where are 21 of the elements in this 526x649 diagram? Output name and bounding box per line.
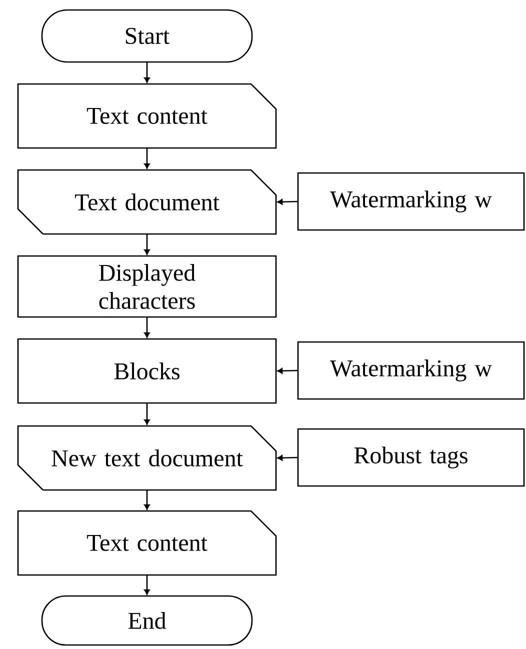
- arrow: [144, 490, 150, 510]
- arrow: [144, 403, 150, 425]
- card-box: Text content: [17, 510, 277, 576]
- arrow: [144, 62, 150, 83]
- process-box: Watermarking w: [297, 341, 525, 400]
- arrow: [277, 454, 298, 461]
- document-box: New text document: [17, 425, 277, 491]
- process-box: Blocks: [17, 338, 277, 404]
- process-box: Displayed characters: [17, 255, 277, 318]
- process-box: Robust tags: [297, 428, 525, 487]
- arrow: [277, 368, 298, 374]
- terminal-box: Start: [41, 9, 253, 63]
- document-box: Text document: [17, 169, 277, 235]
- arrow: [144, 148, 150, 169]
- process-box: Watermarking w: [297, 172, 525, 231]
- arrow: [144, 316, 150, 338]
- terminal-box: End: [41, 595, 253, 646]
- arrow: [277, 198, 298, 205]
- arrow: [144, 234, 150, 255]
- card-box: Text content: [17, 83, 277, 149]
- arrow: [144, 575, 150, 595]
